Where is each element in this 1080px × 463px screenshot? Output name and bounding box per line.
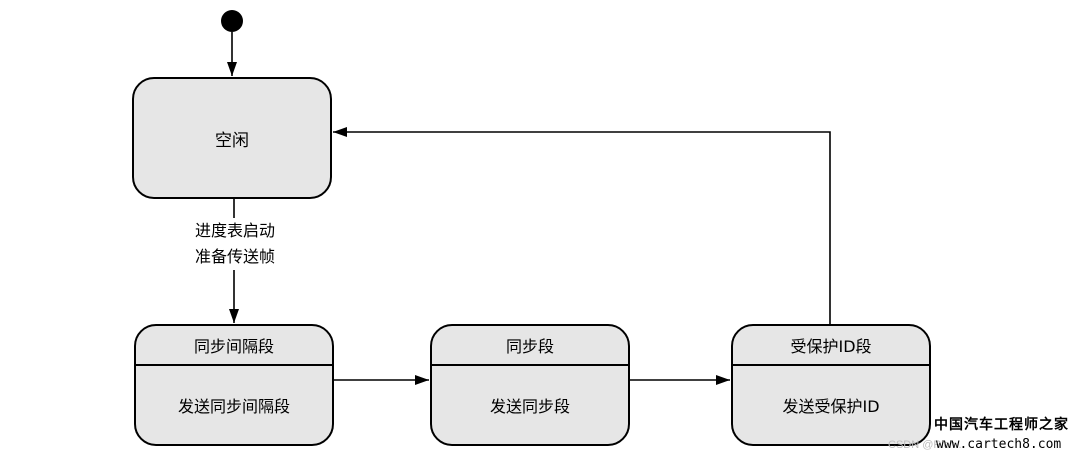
state-protected-id-action: 发送受保护ID [782,397,880,416]
state-protected-id-header: 受保护ID段 [733,326,929,366]
initial-state-dot [221,10,243,32]
state-sync-field-action: 发送同步段 [489,397,570,416]
arrow-protected-id-to-idle [333,127,831,324]
state-sync-break-header: 同步间隔段 [136,326,332,366]
transition-label-line2: 准备传送帧 [194,247,275,266]
transition-label-line1: 进度表启动 [194,221,275,240]
state-sync-break: 同步间隔段 发送同步间隔段 [134,324,334,446]
state-sync-break-action: 发送同步间隔段 [177,397,290,416]
brand-url-watermark: www.cartech8.com [936,437,1062,452]
state-sync-field: 同步段 发送同步段 [430,324,630,446]
state-idle-label: 空闲 [215,130,249,151]
state-idle: 空闲 [132,77,332,199]
state-sync-field-header: 同步段 [432,326,628,366]
csdn-watermark: CSDN @Rich... [888,439,965,451]
brand-watermark: 中国汽车工程师之家 [934,417,1069,433]
state-protected-id: 受保护ID段 发送受保护ID [731,324,931,446]
transition-label: 进度表启动 准备传送帧 [150,218,320,270]
